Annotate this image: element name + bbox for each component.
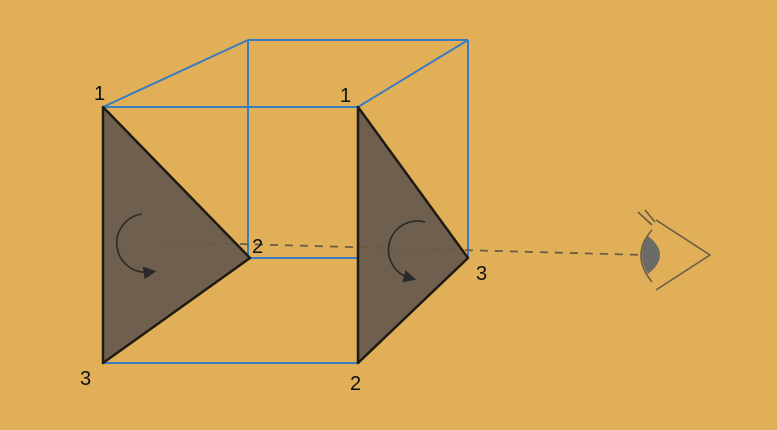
counterclockwise-arrow-icon (115, 213, 157, 280)
right-triangle (356, 105, 470, 365)
left-triangle (101, 105, 252, 365)
clockwise-arrow-icon (387, 220, 426, 283)
sight-line (164, 241, 646, 256)
eye-icon (637, 209, 711, 291)
left-vertex-3-label: 3 (80, 368, 91, 390)
left-vertex-1-label: 1 (94, 83, 105, 105)
cube-edge (357, 39, 469, 108)
left-vertex-2-label: 2 (252, 236, 263, 258)
right-vertex-3-label: 3 (476, 263, 487, 285)
cube-edge (102, 39, 249, 108)
right-vertex-2-label: 2 (350, 373, 361, 395)
right-vertex-1-label: 1 (340, 85, 351, 107)
